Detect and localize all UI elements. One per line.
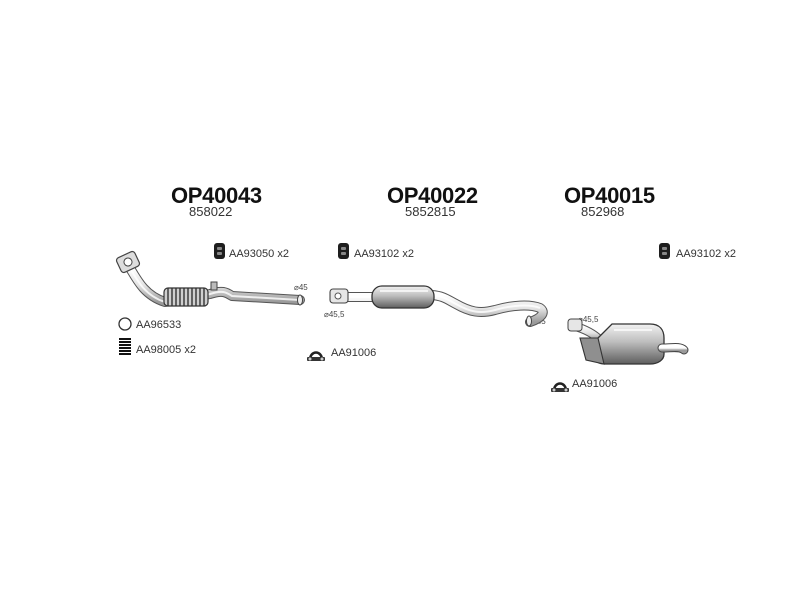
accessory-label-hanger-2: AA93102 x2 — [354, 248, 414, 260]
oem-number-front-pipe: 858022 — [189, 204, 233, 219]
rubber-hanger-icon — [338, 243, 349, 259]
spring-icon — [119, 338, 131, 355]
accessory-label-hanger-1: AA93050 x2 — [229, 248, 289, 260]
accessory-label-spring: AA98005 x2 — [136, 344, 196, 356]
flex-bellows-icon — [163, 287, 209, 307]
rear-silencer-drawing — [567, 318, 689, 365]
accessory-label-ring: AA96533 — [136, 319, 182, 331]
ring-icon — [118, 317, 132, 331]
front-pipe-drawing — [115, 250, 305, 307]
part-code-middle-silencer: OP40022 — [387, 183, 478, 208]
rubber-hanger-icon — [214, 243, 225, 259]
part-code-rear-silencer: OP40015 — [564, 183, 655, 208]
oem-number-middle-silencer: 5852815 — [405, 204, 456, 219]
clamp-icon — [551, 382, 569, 392]
rubber-hanger-icon — [659, 243, 670, 259]
diameter-label-2: ⌀45,5 — [324, 310, 345, 319]
inlet-flange-icon — [115, 250, 141, 274]
accessory-label-clamp-1: AA91006 — [331, 347, 377, 359]
diameter-label-1: ⌀45 — [294, 283, 308, 292]
diameter-label-4: ⌀45,5 — [578, 315, 599, 324]
clamp-icon — [307, 351, 325, 361]
part-code-front-pipe: OP40043 — [171, 183, 262, 208]
accessory-label-hanger-3: AA93102 x2 — [676, 248, 736, 260]
middle-silencer-drawing — [329, 285, 548, 327]
oem-number-rear-silencer: 852968 — [581, 204, 625, 219]
accessory-label-clamp-2: AA91006 — [572, 378, 618, 390]
